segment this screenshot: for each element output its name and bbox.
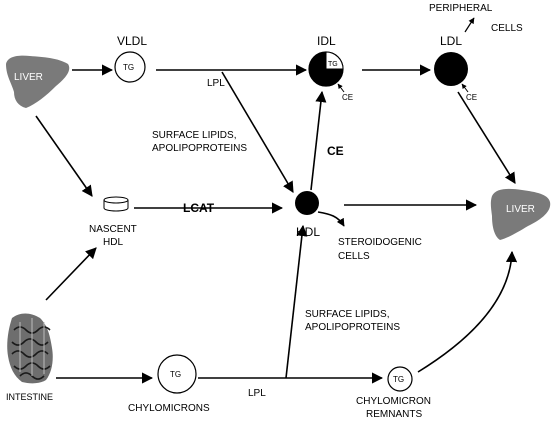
steroidogenic-cells: STEROIDOGENIC CELLS [317, 211, 422, 262]
ldl-particle [434, 52, 468, 86]
chylomicron-particle [157, 354, 197, 394]
idl-tg-wedge [325, 51, 344, 70]
peripheral-cells: PERIPHERAL CELLS [429, 3, 523, 34]
vldl-particle [114, 51, 146, 83]
liver-right-organ: LIVER [490, 188, 551, 240]
arrow-chylo-hdl [285, 224, 308, 379]
vldl-tg-label: TG [123, 63, 134, 72]
remnants-line1: CHYLOMICRON [356, 396, 431, 407]
liver-left-organ: LIVER [6, 55, 70, 108]
surface-top-line2: APOLIPOPROTEINS [152, 143, 247, 154]
liver-right-label: LIVER [506, 204, 535, 215]
arrow-remnants-liver [417, 250, 518, 373]
surface-bottom-line1: SURFACE LIPIDS, [305, 309, 389, 320]
intestine-label: INTESTINE [6, 392, 53, 402]
chylomicrons-node: TG CHYLOMICRONS [128, 354, 210, 414]
intestine-organ: INTESTINE [6, 313, 53, 402]
remnants-line2: REMNANTS [366, 409, 422, 420]
chylo-remnants-node: TG CHYLOMICRON REMNANTS [356, 366, 431, 420]
steroidogenic-line2: CELLS [338, 251, 370, 262]
remnant-tg-label: TG [393, 375, 404, 384]
remnant-particle [387, 366, 413, 392]
arrow-liver-nascent [35, 115, 93, 197]
ldl-label: LDL [440, 34, 462, 48]
lpl-bottom-label: LPL [248, 388, 266, 399]
surface-bottom-line2: APOLIPOPROTEINS [305, 322, 400, 333]
vldl-node: VLDL TG [114, 34, 147, 83]
idl-tg-label: TG [328, 61, 338, 68]
arrow-hdl-idl [310, 90, 327, 191]
steroidogenic-line1: STEROIDOGENIC [338, 237, 422, 248]
hdl-particle [295, 191, 319, 215]
arrow-ldl-liver [457, 91, 516, 184]
arrow-intestine-nascent [45, 247, 97, 301]
idl-label: IDL [317, 34, 336, 48]
chylomicrons-label: CHYLOMICRONS [128, 403, 210, 414]
peripheral-label-line1: PERIPHERAL [429, 3, 493, 14]
flow-arrows [35, 64, 518, 384]
ldl-node: LDL CE [434, 34, 477, 102]
arrow-surface-to-hdl [221, 71, 294, 193]
ce-hdl-label: CE [327, 144, 344, 158]
nascent-hdl-line1: NASCENT [89, 224, 137, 235]
nascent-hdl-line2: HDL [103, 237, 123, 248]
liver-left-label: LIVER [14, 72, 43, 83]
ldl-ce-label: CE [466, 93, 477, 102]
hdl-node: HDL [295, 191, 320, 239]
nascent-hdl-node: NASCENT HDL [89, 196, 137, 248]
hdl-label: HDL [296, 225, 320, 239]
peripheral-label-line2: CELLS [491, 23, 523, 34]
chylo-tg-label: TG [170, 370, 181, 379]
idl-node: IDL TG CE [308, 34, 353, 102]
lpl-top-label: LPL [207, 78, 225, 89]
surface-top-line1: SURFACE LIPIDS, [152, 130, 236, 141]
vldl-label: VLDL [117, 34, 147, 48]
idl-ce-label: CE [342, 93, 353, 102]
